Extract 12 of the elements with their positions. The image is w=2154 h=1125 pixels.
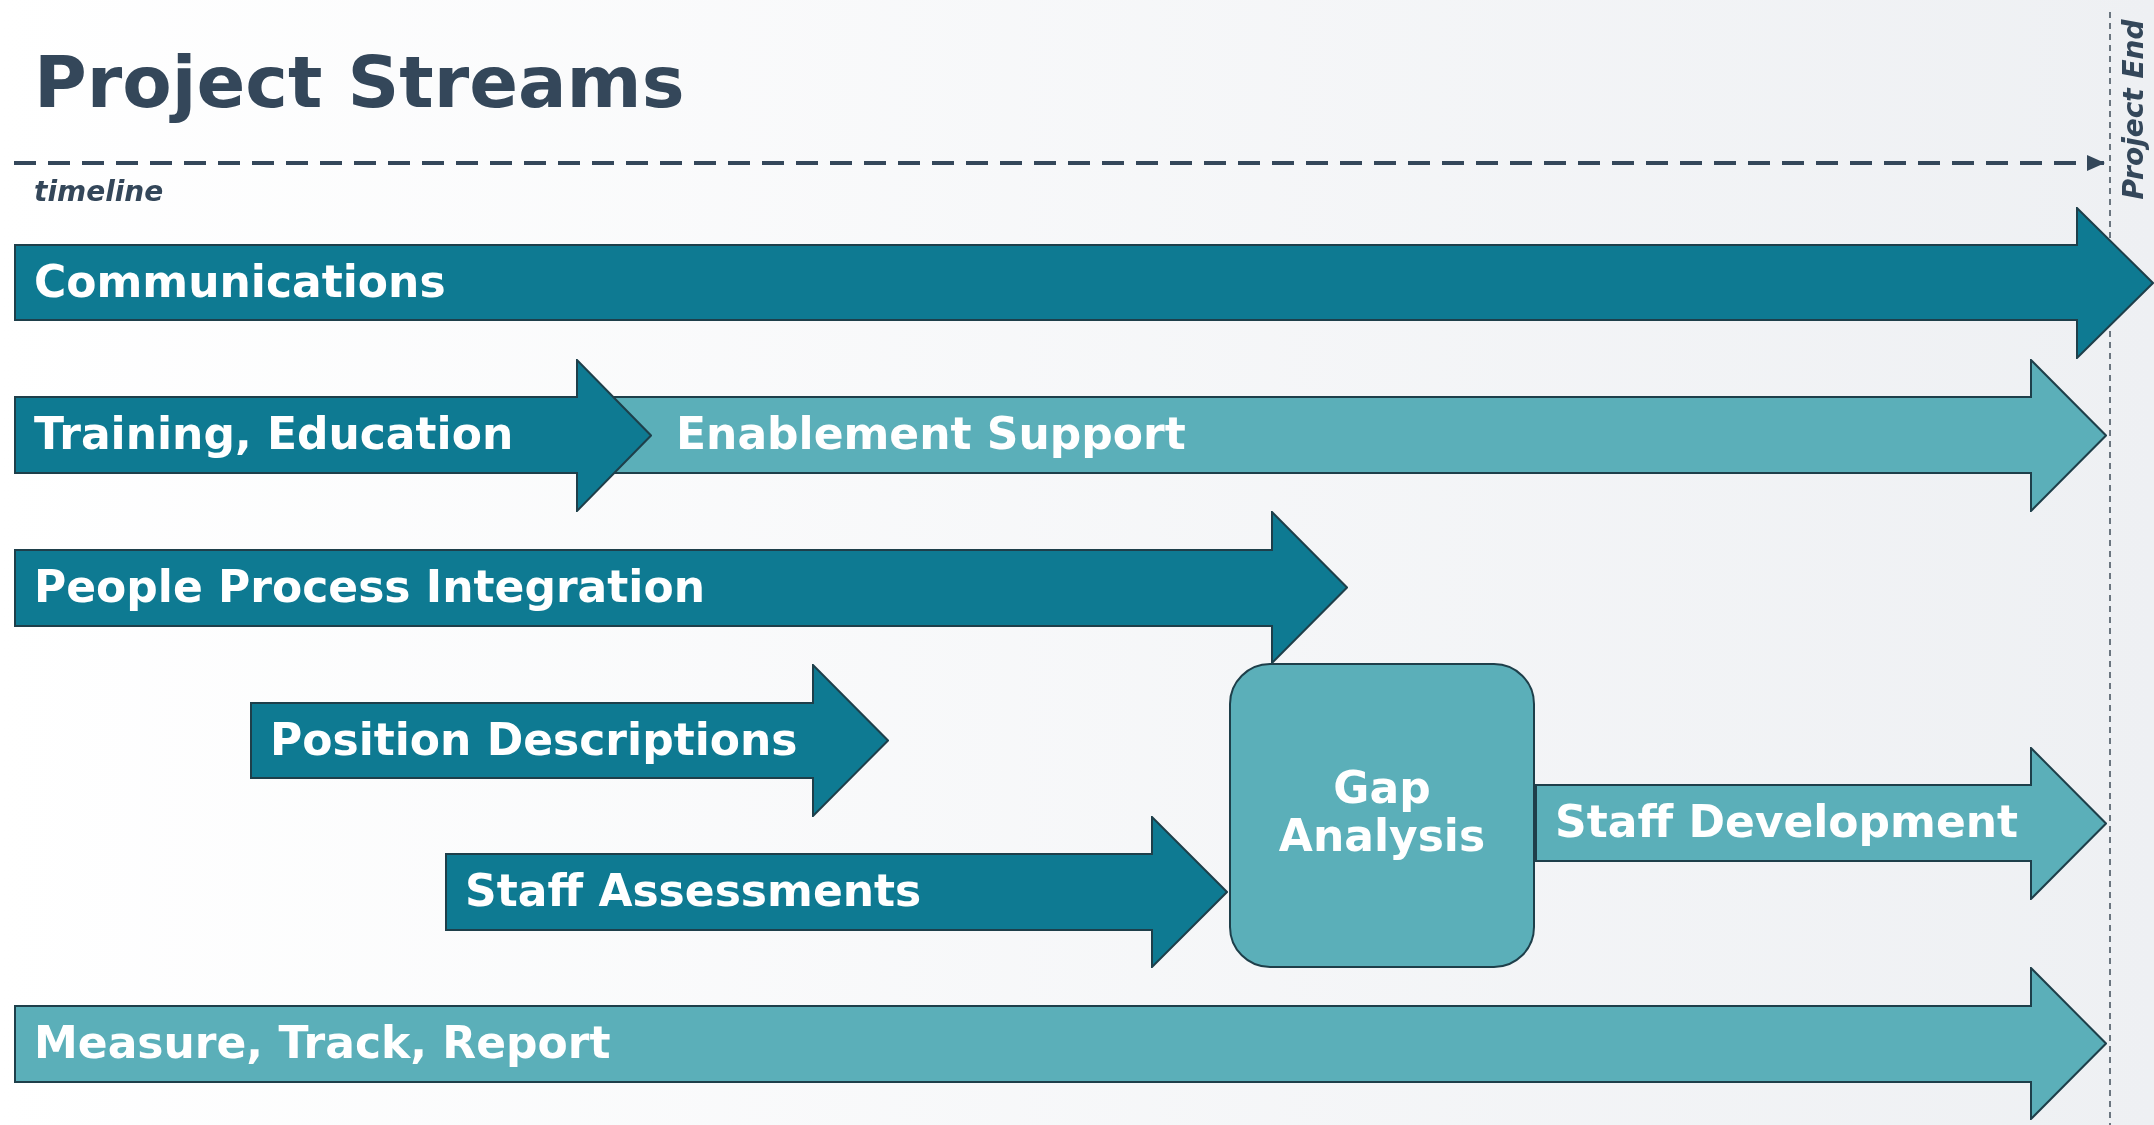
project-end-label: Project End bbox=[2116, 18, 2150, 202]
stream-label: Staff Development bbox=[1555, 798, 2019, 847]
title: Project Streams bbox=[34, 40, 685, 124]
box-label: Gap Analysis bbox=[1277, 763, 1487, 861]
stream-label: Communications bbox=[34, 257, 446, 306]
stream-label: Enablement Support bbox=[676, 410, 1186, 459]
stream-label: Staff Assessments bbox=[465, 867, 922, 916]
stream-label: Measure, Track, Report bbox=[34, 1019, 611, 1068]
stream-label: Position Descriptions bbox=[270, 715, 798, 764]
timeline-label: timeline bbox=[34, 175, 164, 208]
stream-label: People Process Integration bbox=[34, 563, 705, 612]
stream-label: Training, Education bbox=[34, 410, 514, 459]
